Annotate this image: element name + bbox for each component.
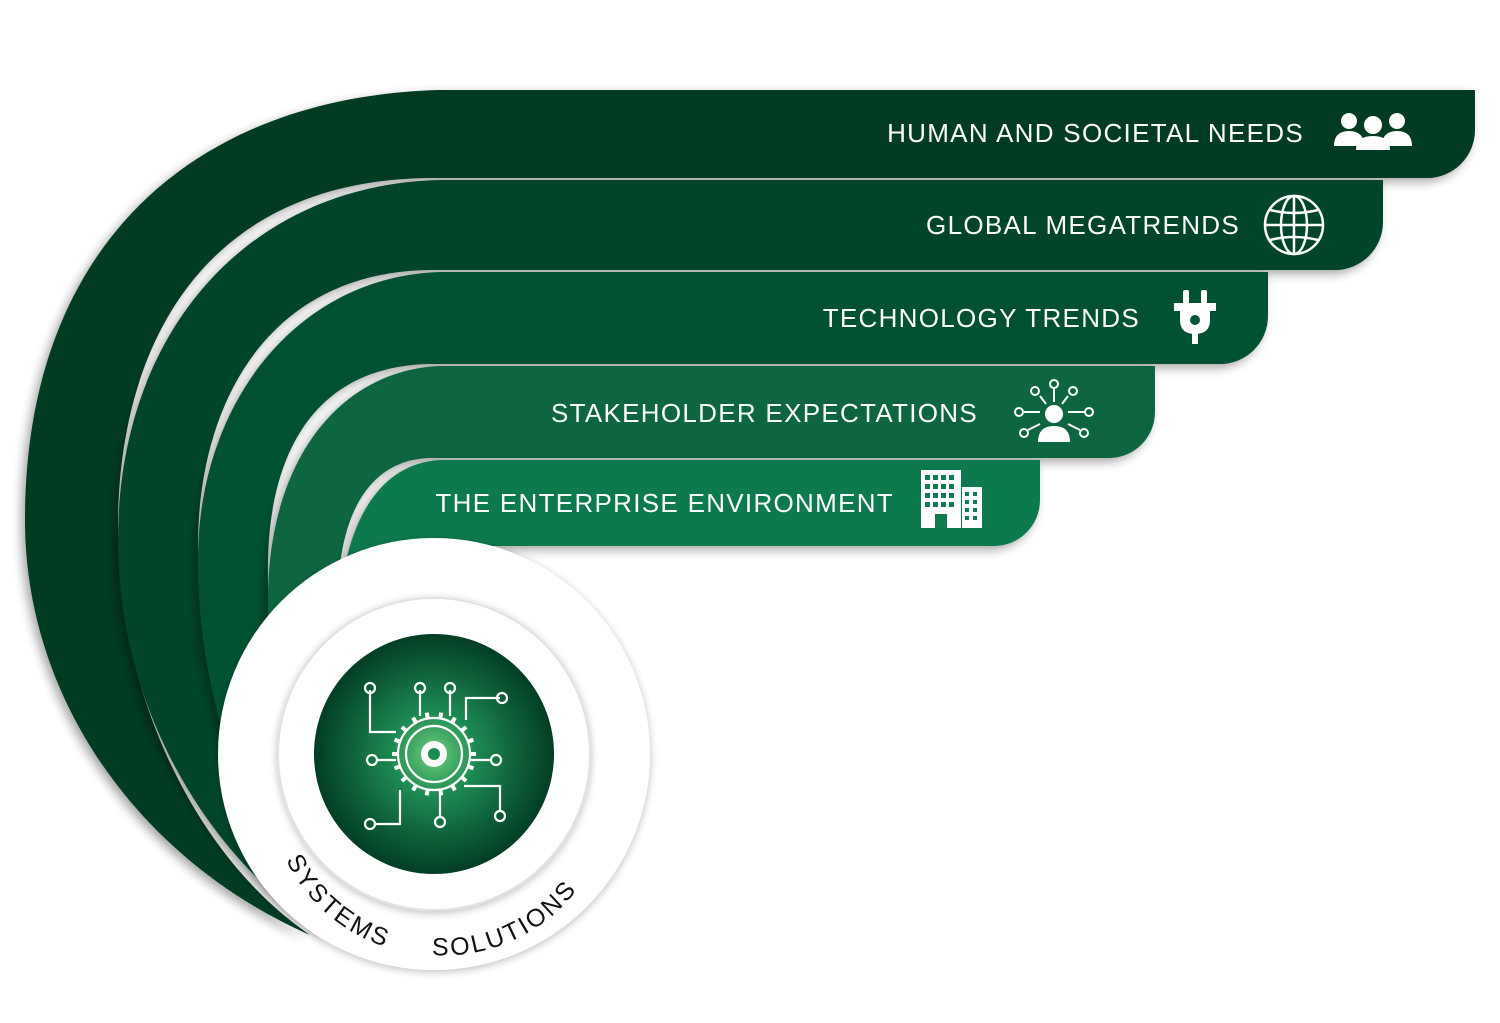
people-group-icon	[1334, 113, 1412, 150]
gear-tooth	[438, 789, 444, 796]
gear-tooth	[393, 737, 401, 744]
layer-the-enterprise-environment: THE ENTERPRISE ENVIRONMENT	[337, 460, 1040, 935]
layer-label: STAKEHOLDER EXPECTATIONS	[551, 398, 978, 428]
buildings-icon	[921, 470, 982, 528]
gear-tooth	[411, 784, 418, 792]
gear-tooth	[450, 716, 457, 724]
layer-label: TECHNOLOGY TRENDS	[823, 303, 1140, 333]
gear-tooth	[400, 725, 408, 733]
layer-human-and-societal-needs: HUMAN AND SOCIETAL NEEDS	[25, 90, 1475, 935]
gear-tooth	[424, 712, 430, 719]
gear-tooth	[438, 712, 444, 719]
systems-solutions-hub: SYSTEMS SOLUTIONS	[218, 538, 650, 970]
gear-tooth	[424, 789, 430, 796]
gear-tooth	[393, 764, 401, 771]
stakeholder-network-icon	[1014, 379, 1094, 442]
gear-tooth	[400, 775, 408, 783]
layer-label: THE ENTERPRISE ENVIRONMENT	[435, 488, 894, 518]
gear-tooth	[467, 737, 475, 744]
globe-icon	[1263, 194, 1325, 256]
gear-tooth	[460, 775, 468, 783]
plug-icon	[1174, 290, 1216, 344]
gear-tooth	[460, 725, 468, 733]
layer-global-megatrends: GLOBAL MEGATRENDS	[118, 180, 1383, 935]
layer-label: HUMAN AND SOCIETAL NEEDS	[887, 118, 1304, 148]
layer-label: GLOBAL MEGATRENDS	[926, 210, 1240, 240]
gear-tooth	[450, 784, 457, 792]
gear-tooth	[411, 716, 418, 724]
layer-band-shape	[118, 180, 1383, 935]
gear-circuit-icon	[363, 681, 509, 831]
gear-tooth	[467, 764, 475, 771]
layer-band-shape	[25, 90, 1475, 935]
gear-teeth	[392, 712, 476, 796]
